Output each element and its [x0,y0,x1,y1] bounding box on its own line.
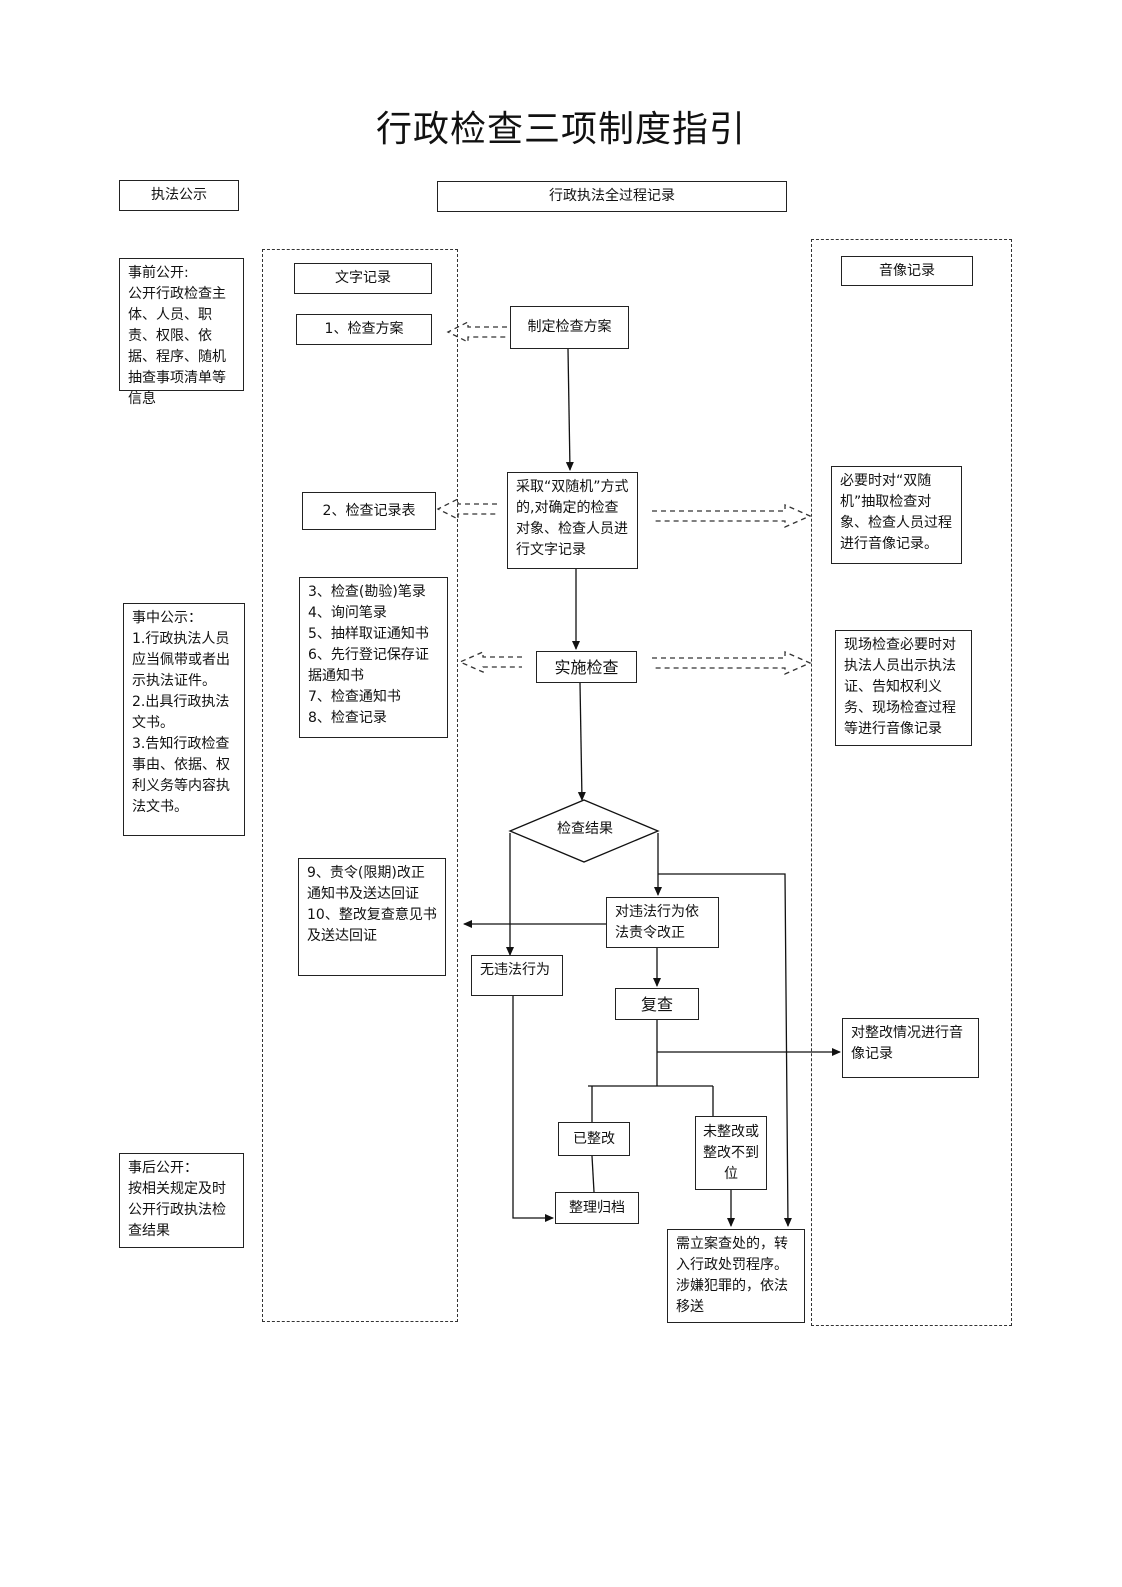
text-record-region [262,249,458,1322]
rectified-to-archive [591,1155,595,1193]
flow-plan: 制定检查方案 [510,306,629,349]
text-doc-inspection-forms: 3、检查(勘验)笔录 4、询问笔录 5、抽样取证通知书 6、先行登记保存证据通知… [299,577,448,738]
branch-penalty [658,873,792,1227]
av-doc-rectification: 对整改情况进行音像记录 [842,1018,979,1078]
header-disclosure: 执法公示 [119,180,239,211]
av-record-region [811,239,1012,1326]
header-full-process: 行政执法全过程记录 [437,181,787,212]
dashed-arrow-to-doc2 [436,497,497,521]
flow-no-violation: 无违法行为 [471,955,563,996]
flow-rectified: 已整改 [558,1122,630,1156]
disclosure-before: 事前公开: 公开行政检查主体、人员、职责、权限、依据、程序、随机抽查事项清单等信… [119,258,244,407]
av-doc-random: 必要时对“双随机”抽取检查对象、检查人员过程进行音像记录。 [831,466,962,564]
flow-implement: 实施检查 [536,651,637,683]
flow-order-correct: 对违法行为依法责令改正 [606,897,719,948]
flow-result-label: 检查结果 [557,821,613,837]
no-violation-to-archive [512,996,554,1222]
page-title: 行政检查三项制度指引 [375,109,746,150]
disclosure-after: 事后公开： 按相关规定及时公开行政执法检查结果 [119,1153,244,1248]
flow-archive: 整理归档 [555,1192,639,1224]
arrow-implement-to-result [577,682,586,801]
dashed-arrow-to-av1 [652,504,812,528]
arrow-plan-to-random [565,348,574,471]
av-doc-onsite: 现场检查必要时对执法人员出示执法证、告知权利义务、现场检查过程等进行音像记录 [835,630,972,746]
header-text-record: 文字记录 [294,263,432,294]
flow-random-selection: 采取“双随机”方式的,对确定的检查对象、检查人员进行文字记录 [507,472,638,569]
dashed-arrow-to-av2 [652,651,812,675]
disclosure-during: 事中公示： 1.行政执法人员应当佩带或者出示执法证件。 2.出具行政执法文书。 … [123,603,245,836]
flow-penalty: 需立案查处的，转入行政处罚程序。涉嫌犯罪的，依法移送 [667,1229,805,1323]
text-doc-correction-forms: 9、责令(限期)改正通知书及送达回证 10、整改复查意见书及送达回证 [298,858,446,976]
dashed-arrow-to-doc1 [446,320,507,344]
result-diamond [508,799,660,863]
dashed-arrow-to-doc3 [458,651,522,673]
text-doc-record-form: 2、检查记录表 [302,492,436,530]
flow-not-rectified: 未整改或整改不到位 [695,1116,767,1190]
header-av-record: 音像记录 [841,256,973,286]
text-doc-plan: 1、检查方案 [296,314,432,345]
flow-recheck: 复查 [615,988,699,1020]
